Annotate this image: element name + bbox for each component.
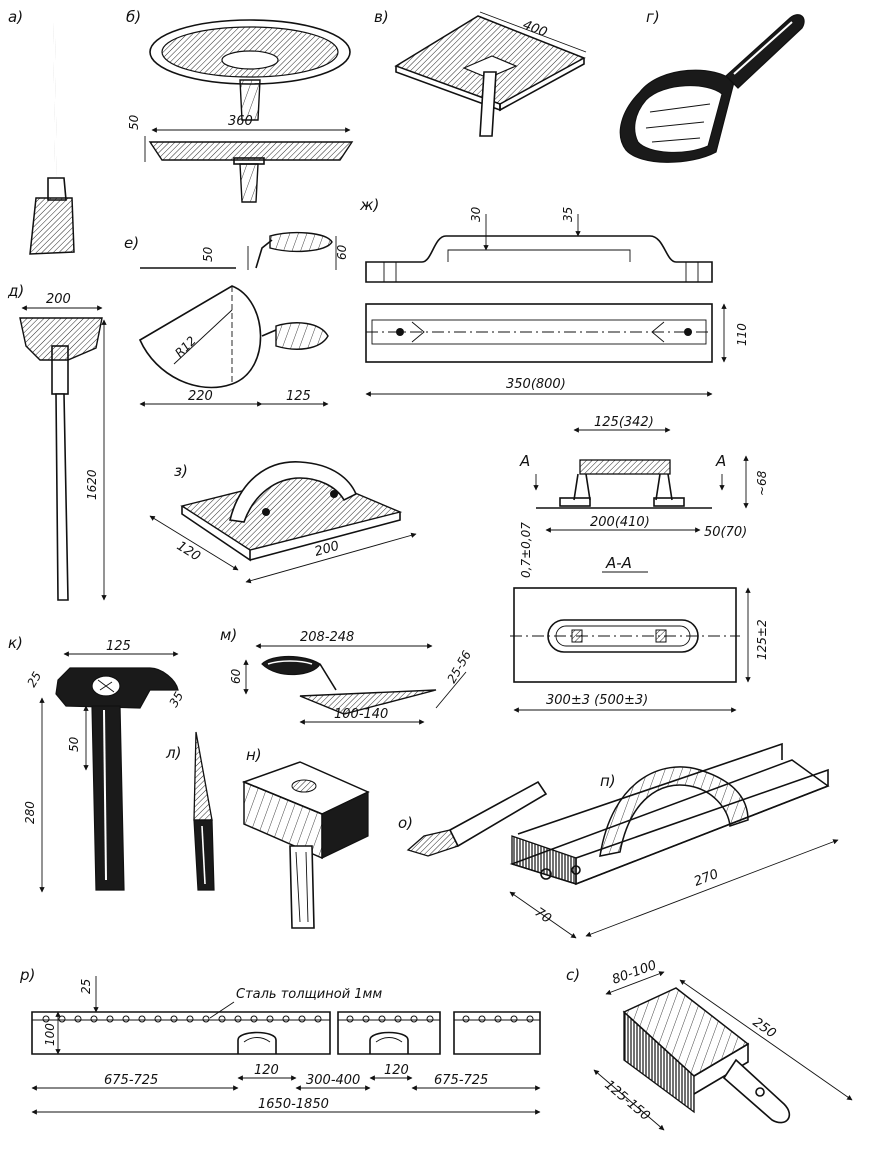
- label-a: а): [8, 8, 23, 26]
- label-m: м): [220, 626, 237, 644]
- dim-k-a: 25: [24, 669, 44, 689]
- figure-s-brush: с) 80-100 250 125-150: [566, 958, 853, 1131]
- dim-k-length: 280: [23, 801, 37, 824]
- label-b: б): [126, 8, 141, 26]
- dim-r-mid: 300-400: [306, 1073, 360, 1088]
- figure-k-hammer: к) 125 25 35 50 280: [8, 634, 186, 893]
- dim-i-top: 125(342): [594, 415, 654, 430]
- label-v: в): [374, 8, 389, 26]
- label-z: з): [174, 462, 188, 480]
- dim-r-seg1: 675-725: [104, 1073, 158, 1088]
- dim-e-h2: 60: [335, 244, 349, 260]
- label-i-section: А-А: [605, 554, 632, 572]
- figure-m-trowel: м) 208-248 60 100-140 25-56: [220, 626, 474, 725]
- dim-r-width: 100: [43, 1023, 57, 1046]
- label-o: о): [398, 814, 413, 832]
- dim-i-end: 50(70): [704, 525, 747, 540]
- dim-d-width: 200: [46, 292, 71, 307]
- figure-p-leveling-box: п) 70 270: [509, 742, 839, 939]
- dim-e-l2: 125: [286, 389, 311, 404]
- dim-d-length: 1620: [85, 469, 99, 500]
- label-g: г): [646, 8, 660, 26]
- dim-zh-length: 350(800): [506, 377, 566, 392]
- figure-d-scraper: д) 200 1620: [7, 282, 107, 601]
- dim-k-b: 35: [166, 689, 186, 709]
- dim-b-diameter: 360: [228, 114, 253, 129]
- dim-e-l1: 220: [188, 389, 213, 404]
- dim-e-h1: 50: [201, 246, 215, 262]
- dim-s-base: 125-150: [601, 1078, 652, 1124]
- dim-i-height: ~68: [755, 470, 769, 496]
- figure-i-adjustable-float: А А 125(342) ~68 200(410) 50(70) 0,7±0,0…: [510, 415, 769, 713]
- dim-m-height: 60: [229, 668, 243, 684]
- figure-e-trowel: е) 50 60 R12 220 125: [124, 231, 349, 407]
- dim-p-width: 70: [532, 905, 554, 927]
- note-r-steel: Сталь толщиной 1мм: [236, 987, 382, 1002]
- dim-r-height: 25: [79, 979, 93, 994]
- dim-r-total: 1650-1850: [258, 1097, 329, 1112]
- dim-i-base: 200(410): [590, 515, 650, 530]
- label-n: н): [246, 746, 262, 764]
- label-p: п): [600, 772, 616, 790]
- dim-b-height: 50: [127, 114, 141, 130]
- dim-r-hole2: 120: [384, 1063, 409, 1078]
- dim-m-length: 208-248: [300, 630, 354, 645]
- dim-r-seg2: 675-725: [434, 1073, 488, 1088]
- dim-i-thickness: 0,7±0,07: [519, 522, 533, 578]
- dim-i-plan-width: 125±2: [755, 619, 769, 660]
- dim-zh-h2: 35: [561, 207, 575, 222]
- dim-i-plan-length: 300±3 (500±3): [546, 693, 648, 708]
- dim-k-width: 125: [106, 639, 131, 654]
- figure-g-scoop: г): [619, 8, 805, 163]
- label-k: к): [8, 634, 23, 652]
- dim-zh-width: 110: [735, 323, 749, 346]
- label-zh: ж): [359, 196, 379, 214]
- dim-m-width: 25-56: [444, 648, 474, 686]
- dim-s-length: 250: [750, 1015, 779, 1042]
- label-r: р): [19, 966, 35, 984]
- figure-zh-long-float: ж) 30 35 110 350(800): [359, 196, 749, 397]
- dim-zh-h1: 30: [469, 206, 483, 222]
- dim-r-hole1: 120: [254, 1063, 279, 1078]
- figure-a-shovel: а): [8, 8, 75, 255]
- dim-m-blade: 100-140: [334, 707, 388, 722]
- figure-b-round-tray: б) 360 50: [126, 8, 354, 203]
- figure-r-steel-strip: р) Сталь толщиной 1мм 25 100 120: [19, 966, 541, 1115]
- dim-z-length: 200: [313, 539, 341, 560]
- dim-e-radius: R12: [172, 334, 199, 361]
- label-i-cut-left: А: [519, 452, 530, 470]
- figure-n-mallet: н): [241, 746, 370, 929]
- label-i-cut-right: А: [715, 452, 726, 470]
- figure-v-square-board: в) 400: [374, 8, 587, 137]
- dim-z-width: 120: [174, 539, 203, 565]
- dim-k-c: 50: [67, 736, 81, 752]
- label-s: с): [566, 966, 580, 984]
- figure-o-chisel: о): [398, 780, 548, 857]
- label-e: е): [124, 234, 139, 252]
- figure-z-hand-float: з) 120 200: [149, 461, 417, 584]
- label-l: л): [165, 744, 181, 762]
- label-d: д): [7, 282, 24, 300]
- figure-l-knife: л): [165, 731, 215, 891]
